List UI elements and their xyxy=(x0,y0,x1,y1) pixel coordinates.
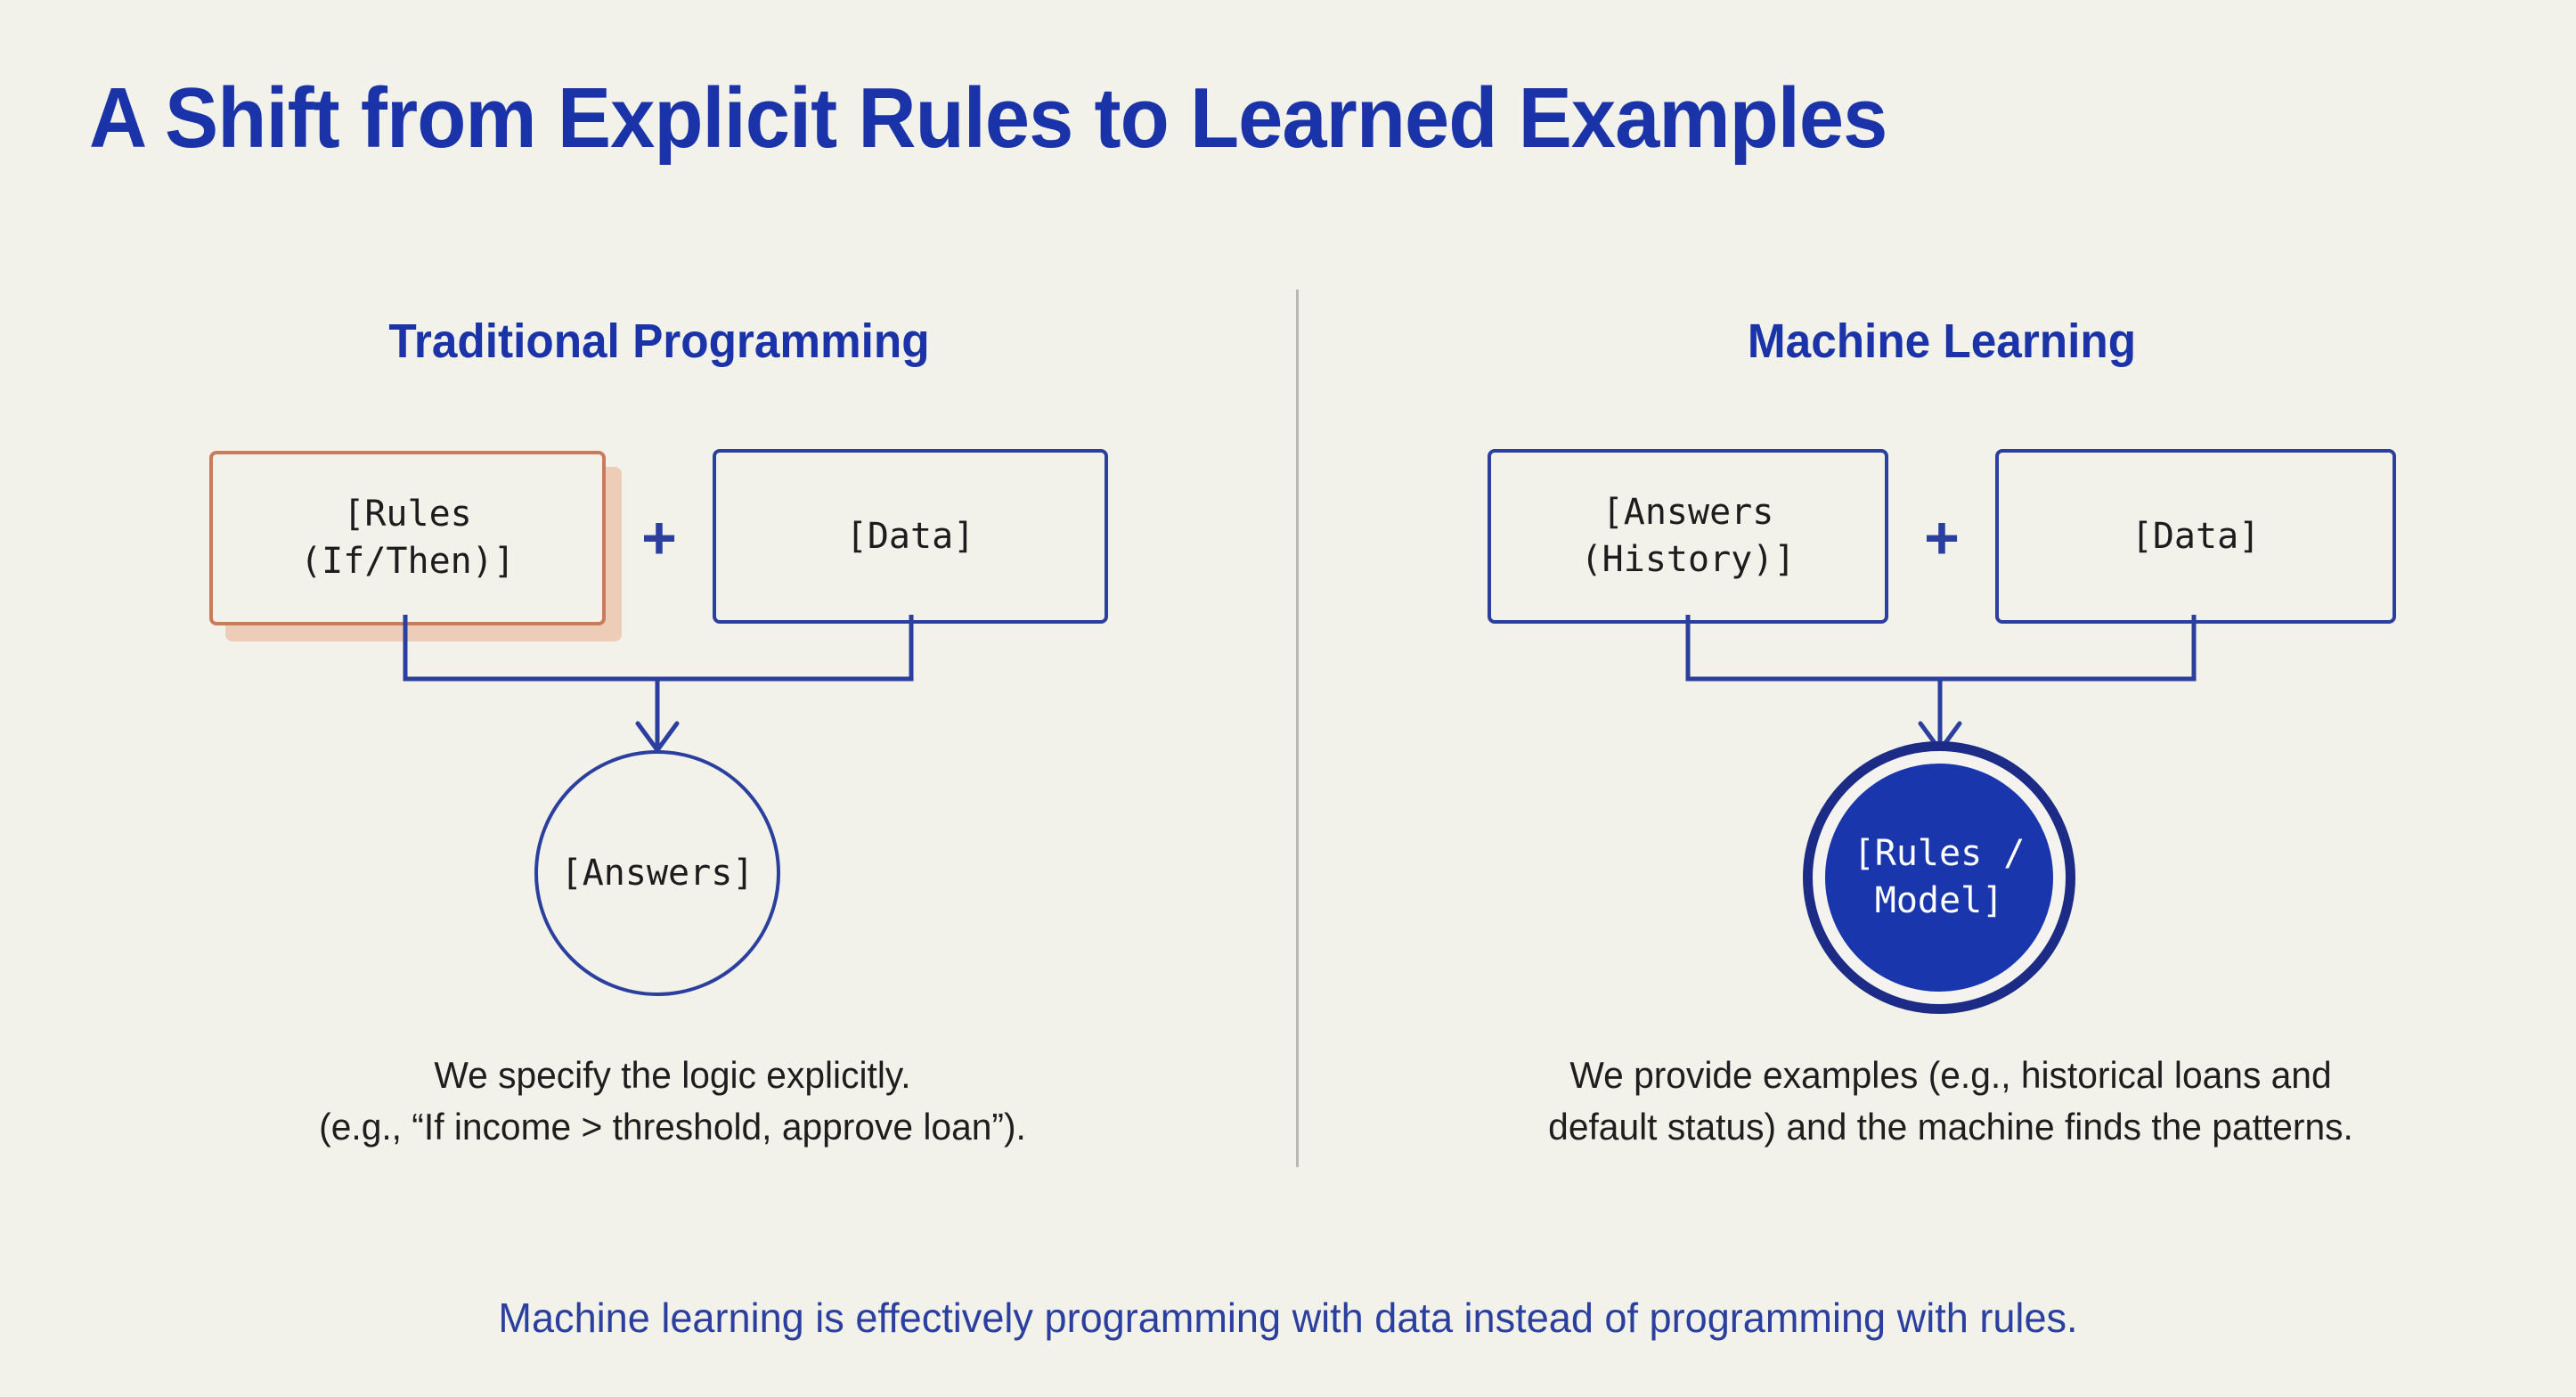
caption-traditional-programming: We specify the logic explicitly. (e.g., … xyxy=(319,1054,1026,1148)
column-header-traditional-programming: Traditional Programming xyxy=(388,315,930,368)
output-circle-inner-disc: [Rules / Model] xyxy=(1825,764,2053,992)
plus-icon-left: + xyxy=(641,504,677,572)
bottom-summary-text: Machine learning is effectively programm… xyxy=(498,1295,2078,1341)
plus-icon-right: + xyxy=(1924,504,1960,572)
column-header-machine-learning: Machine Learning xyxy=(1747,315,2137,368)
caption-machine-learning: We provide examples (e.g., historical lo… xyxy=(1548,1054,2353,1148)
node-box-answers-history[interactable]: [Answers (History)] xyxy=(1488,449,1888,624)
node-box-rules[interactable]: [Rules (If/Then)] xyxy=(209,451,606,625)
node-box-data-left[interactable]: [Data] xyxy=(713,449,1108,624)
output-circle-rules-model[interactable]: [Rules / Model] xyxy=(1803,741,2075,1014)
output-circle-answers[interactable]: [Answers] xyxy=(534,750,780,996)
column-divider xyxy=(1296,290,1299,1167)
node-box-data-right[interactable]: [Data] xyxy=(1995,449,2396,624)
page-title: A Shift from Explicit Rules to Learned E… xyxy=(89,70,1887,166)
